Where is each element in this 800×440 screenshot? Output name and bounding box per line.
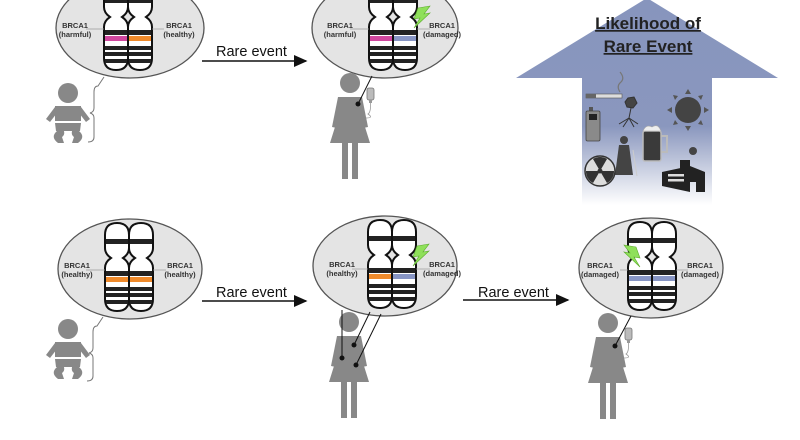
chromosome-left (367, 219, 393, 309)
top-stage2-bubble: BRCA1 (harmful) BRCA1 (damaged) (311, 0, 461, 79)
gene-state: (harmful) (324, 30, 357, 39)
gene-state: (harmful) (59, 30, 92, 39)
gene-state: (damaged) (581, 270, 619, 279)
damaged-band (629, 276, 651, 281)
brace-icon (86, 316, 104, 382)
gene-label: BRCA1 (64, 261, 90, 270)
arrow-label: Rare event (216, 44, 287, 60)
gene-label: BRCA1 (429, 21, 455, 30)
arrow-title-line1: Likelihood of (595, 14, 701, 33)
chromosome-right (651, 221, 677, 311)
tissue-marker (612, 343, 618, 349)
chromosome-right (128, 222, 154, 312)
sun-icon (667, 89, 709, 131)
chromosome-right (392, 0, 418, 71)
rare-event-arrow: Rare event (202, 285, 308, 307)
gene-state: (healthy) (326, 269, 358, 278)
tissue-marker (353, 362, 359, 368)
chromosome-left (103, 0, 129, 71)
vape-icon (585, 107, 601, 142)
gene-label: BRCA1 (166, 21, 192, 30)
woman-icon (330, 73, 370, 179)
iv-bag-icon (365, 87, 375, 119)
gene-label: BRCA1 (62, 21, 88, 30)
tissue-marker (351, 342, 357, 348)
gene-state: (damaged) (423, 30, 461, 39)
rare-event-arrow: Rare event (463, 285, 570, 306)
tissue-marker (355, 101, 361, 107)
healthy-band (130, 277, 152, 282)
chromosome-left (627, 221, 653, 311)
gene-state: (healthy) (163, 30, 195, 39)
bottom-stage2-bubble: BRCA1 (healthy) BRCA1 (damaged) (312, 215, 461, 317)
gene-state: (damaged) (423, 269, 461, 278)
elderly-person-icon (615, 136, 638, 177)
damaged-band (653, 276, 675, 281)
chromosome-right (391, 219, 417, 309)
gene-label: BRCA1 (167, 261, 193, 270)
gene-label: BRCA1 (687, 261, 713, 270)
factory-icon (662, 147, 705, 192)
gene-state: (healthy) (61, 270, 93, 279)
beer-icon (642, 125, 668, 162)
healthy-band (369, 274, 391, 279)
gene-label: BRCA1 (429, 260, 455, 269)
bottom-stage3-bubble: BRCA1 (damaged) BRCA1 (damaged) (578, 217, 724, 319)
bottom-stage1-bubble: BRCA1 (healthy) BRCA1 (healthy) (57, 218, 203, 320)
iv-bag-icon (623, 327, 633, 359)
brace-icon (87, 76, 105, 143)
arrow-title-line2: Rare Event (604, 37, 693, 56)
likelihood-arrow: Likelihood of Rare Event (516, 0, 778, 205)
chromosome-left (368, 0, 394, 71)
chromosome-right (127, 0, 153, 71)
top-stage1-bubble: BRCA1 (harmful) BRCA1 (healthy) (55, 0, 205, 79)
baby-icon (46, 83, 90, 143)
rare-event-arrow: Rare event (202, 44, 308, 67)
damaged-band (393, 274, 415, 279)
harmful-band (105, 36, 127, 41)
harmful-band (370, 36, 392, 41)
gene-state: (damaged) (681, 270, 719, 279)
virus-icon (618, 96, 639, 128)
woman-icon (588, 313, 628, 419)
baby-icon (46, 319, 90, 379)
chromosome-left (104, 222, 130, 312)
arrow-label: Rare event (478, 285, 549, 301)
radiation-icon (584, 155, 616, 187)
woman-icon (329, 312, 369, 418)
arrow-label: Rare event (216, 285, 287, 301)
gene-label: BRCA1 (327, 21, 353, 30)
healthy-band (106, 277, 128, 282)
gene-state: (healthy) (164, 270, 196, 279)
tissue-marker (339, 355, 345, 361)
gene-label: BRCA1 (329, 260, 355, 269)
healthy-band (129, 36, 151, 41)
gene-label: BRCA1 (587, 261, 613, 270)
cigarette-icon (585, 71, 624, 99)
damaged-band (394, 36, 416, 41)
